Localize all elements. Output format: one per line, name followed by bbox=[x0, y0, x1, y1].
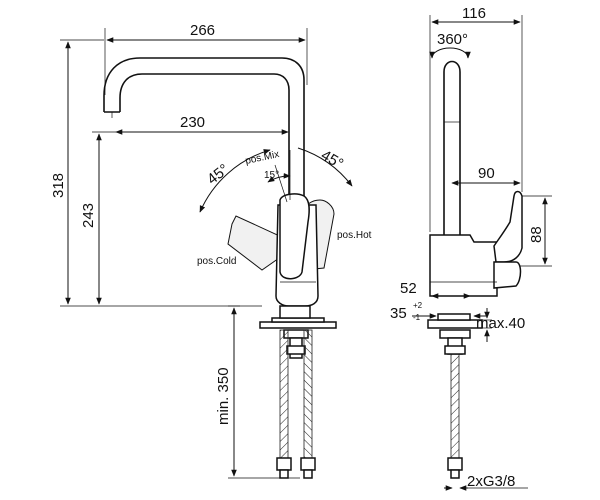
faucet-body bbox=[275, 193, 319, 307]
faucet-spout-side bbox=[443, 60, 461, 235]
angle-right-label: 45° bbox=[318, 147, 346, 173]
dimension-handle-height: 88 bbox=[520, 195, 552, 267]
dim-thread-label: 2xG3/8 bbox=[467, 473, 515, 490]
dim-266-label: 266 bbox=[190, 22, 215, 39]
dimension-height-total: 318 bbox=[50, 39, 240, 307]
supply-hoses-front bbox=[276, 329, 316, 479]
dim-116-label: 116 bbox=[462, 5, 486, 22]
dimension-min-hose: min. 350 bbox=[215, 305, 300, 479]
mounting-assembly-front bbox=[259, 305, 337, 359]
dimension-body-height: 52 bbox=[400, 280, 471, 299]
faucet-body-side bbox=[429, 190, 523, 297]
dimension-hole: 35 +2 -1 bbox=[390, 301, 486, 322]
dim-318-label: 318 bbox=[50, 173, 67, 198]
tol-minus-label: -1 bbox=[413, 313, 421, 322]
rotation-label: 360° bbox=[437, 31, 468, 48]
dim-90-label: 90 bbox=[478, 165, 495, 182]
dimension-max-thickness: max.40 bbox=[476, 308, 525, 342]
angle-mix-label: 15° bbox=[264, 170, 279, 181]
dimension-spout-reach: 230 bbox=[115, 114, 289, 135]
dim-230-label: 230 bbox=[180, 114, 205, 131]
tol-plus-label: +2 bbox=[413, 301, 423, 310]
dim-52-label: 52 bbox=[400, 280, 417, 297]
pos-hot-label: pos.Hot bbox=[337, 230, 372, 241]
supply-hose-side bbox=[447, 353, 463, 479]
front-view: 266 318 243 230 bbox=[50, 22, 372, 479]
dimension-depth-total: 116 bbox=[429, 5, 523, 232]
dimension-handle-offset: 90 bbox=[451, 165, 521, 186]
dimension-spout-height: 243 bbox=[80, 131, 125, 305]
pos-cold-label: pos.Cold bbox=[197, 256, 236, 267]
angle-left-label: 45° bbox=[204, 161, 232, 188]
mounting-assembly-side bbox=[427, 313, 483, 355]
dim-max40-label: max.40 bbox=[476, 315, 525, 332]
dim-243-label: 243 bbox=[80, 203, 97, 228]
pos-mix-label: pos.Mix bbox=[244, 149, 280, 167]
connection-thread-label: 2xG3/8 bbox=[444, 473, 528, 491]
dim-88-label: 88 bbox=[528, 226, 545, 243]
side-view: 116 360° 90 88 bbox=[390, 5, 552, 491]
dim-35-label: 35 bbox=[390, 305, 407, 322]
dim-min-350-label: min. 350 bbox=[215, 367, 232, 425]
rotation-indicator: 360° bbox=[429, 31, 471, 59]
